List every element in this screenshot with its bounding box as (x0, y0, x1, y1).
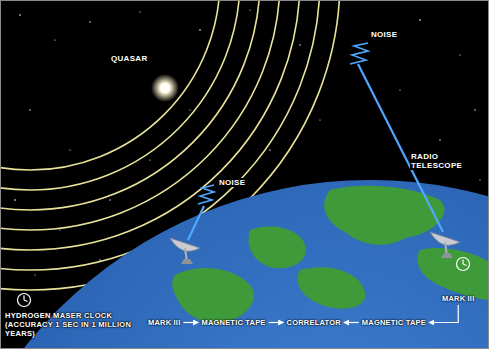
quasar-core (161, 84, 169, 92)
noise-label: NOISE (218, 178, 246, 187)
node-text: MAGNETIC TAPE (201, 318, 265, 327)
flow-arrow (269, 322, 284, 323)
quasar-glow (151, 74, 179, 102)
node-text: MARK III (442, 294, 474, 303)
flow-arrow (344, 322, 359, 323)
signal-beams (188, 64, 443, 240)
node-text: CORRELATOR (287, 318, 341, 327)
clock-note: HYDROGEN MASER CLOCK (ACCURACY 1 SEC IN … (4, 311, 146, 338)
node-text: MAGNETIC TAPE (362, 318, 426, 327)
earth (0, 180, 489, 349)
noise-squiggles (198, 43, 368, 204)
node-text: MARK III (148, 318, 180, 327)
flow-arrow (183, 322, 198, 323)
quasar-label: QUASAR (110, 54, 148, 63)
noise-label: NOISE (370, 30, 398, 39)
recorder-label: MARK III (146, 317, 182, 328)
correlator-label: CORRELATOR (285, 317, 343, 328)
flow-arrow (429, 305, 458, 323)
recorder-label: MARK III (440, 293, 476, 304)
maser-clocks (18, 258, 470, 307)
continents (172, 186, 489, 323)
left-radio-telescope (170, 238, 200, 264)
right-radio-telescope (430, 232, 460, 258)
telescope-label: RADIO TELESCOPE (410, 152, 476, 170)
tape-label: MAGNETIC TAPE (360, 317, 428, 328)
tape-label: MAGNETIC TAPE (199, 317, 267, 328)
